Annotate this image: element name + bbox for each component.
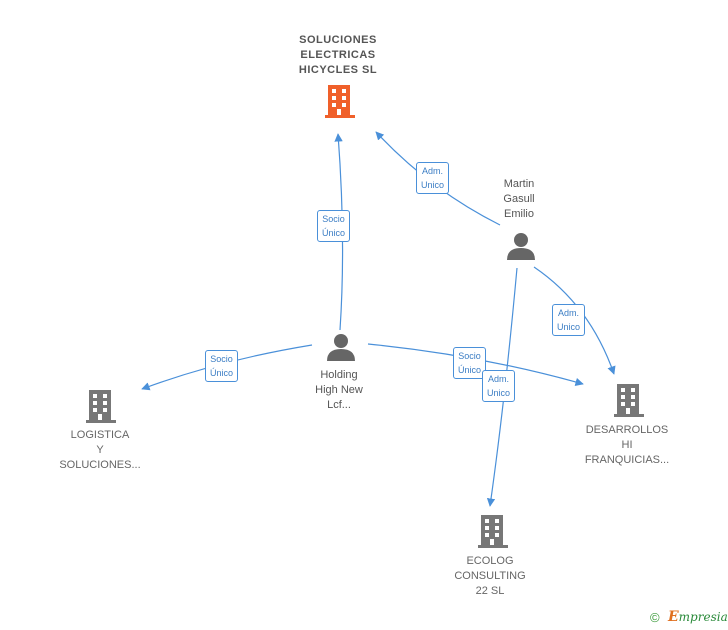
building-icon bbox=[478, 515, 508, 548]
brand-initial: E bbox=[668, 609, 679, 625]
edge-label-martin-hicycles: Adm. Unico bbox=[416, 162, 450, 194]
edge-label-martin-ecolog: Adm. Unico bbox=[482, 370, 516, 402]
node-label-desarrollos[interactable]: DESARROLLOS HI FRANQUICIAS... bbox=[584, 424, 670, 466]
building-icon bbox=[614, 384, 644, 417]
edge-label-martin-desarrollos: Adm. Unico bbox=[552, 304, 586, 336]
brand-rest: mpresia bbox=[678, 610, 728, 624]
edge-label-holding-desarrollos: Socio Único bbox=[453, 347, 487, 379]
person-icon bbox=[327, 334, 355, 361]
person-icon bbox=[507, 233, 535, 260]
copyright-symbol: © bbox=[650, 610, 660, 625]
building-icon bbox=[325, 85, 355, 118]
node-label-ecolog[interactable]: ECOLOG CONSULTING 22 SL bbox=[454, 555, 526, 597]
building-icon bbox=[86, 390, 116, 423]
brand-logo[interactable]: Empresia bbox=[668, 609, 728, 625]
node-label-logistica[interactable]: LOGISTICA Y SOLUCIONES... bbox=[59, 429, 141, 471]
edge-label-holding-logistica: Socio Único bbox=[205, 350, 239, 382]
node-label-holding[interactable]: Holding High New Lcf... bbox=[315, 369, 363, 411]
node-label-hicycles[interactable]: SOLUCIONES ELECTRICAS HICYCLES SL bbox=[298, 34, 378, 76]
node-label-martin[interactable]: Martin Gasull Emilio bbox=[503, 178, 535, 220]
edge-label-holding-hicycles: Socio Único bbox=[317, 210, 351, 242]
